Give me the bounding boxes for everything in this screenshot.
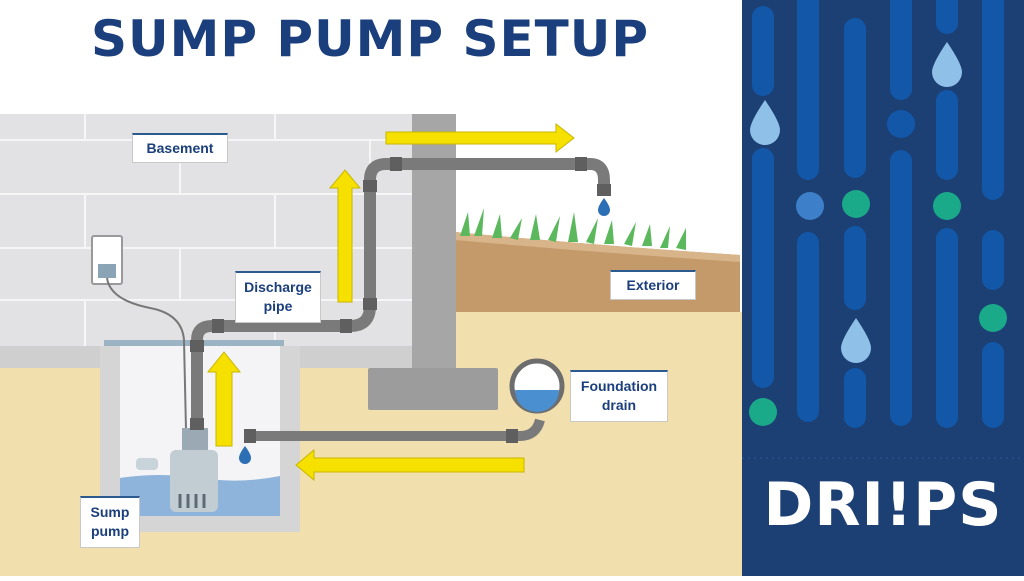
brand-pattern <box>752 0 1004 428</box>
arrow-up-pipe <box>328 169 362 303</box>
float-switch <box>136 458 158 470</box>
brand-dots <box>749 110 1007 426</box>
label-exterior-text: Exterior <box>626 277 680 293</box>
discharge-pipe <box>191 158 610 430</box>
power-cord <box>106 277 187 431</box>
arrow-top-right <box>385 122 575 154</box>
page-title: SUMP PUMP SETUP <box>91 10 649 68</box>
exterior-topsoil-highlight <box>455 232 740 262</box>
label-sump-pump-line2: pump <box>90 523 130 539</box>
wall-brick-lines <box>0 114 412 350</box>
foundation-footing <box>368 368 498 410</box>
outlet-plug <box>98 264 116 278</box>
label-discharge-pipe-line2: pipe <box>263 298 293 314</box>
grass <box>460 208 686 250</box>
label-discharge-pipe: Discharge pipe <box>235 271 321 323</box>
pump-body <box>170 450 218 512</box>
label-foundation-drain-line1: Foundation <box>580 378 658 394</box>
pipe-joints <box>190 157 611 430</box>
foundation-wall <box>412 114 456 374</box>
label-basement-text: Basement <box>146 140 214 156</box>
drop-pit <box>239 446 251 464</box>
exterior-topsoil <box>455 232 740 312</box>
label-foundation-drain-line2: drain <box>601 397 637 413</box>
foundation-drain-pipe <box>246 418 545 441</box>
exterior-ground <box>412 312 742 352</box>
brand-logo: DRI!PS <box>763 470 1003 540</box>
label-basement: Basement <box>132 133 228 163</box>
drop-exterior <box>598 198 610 216</box>
arrow-up-pit <box>206 351 242 447</box>
pump-head <box>182 428 208 452</box>
label-foundation-drain: Foundation drain <box>570 370 668 422</box>
brand-drops <box>750 42 962 363</box>
arrow-left-drain <box>295 448 525 482</box>
brand-panel <box>742 0 1024 576</box>
pump-grille <box>178 494 206 508</box>
label-sump-pump-line1: Sump <box>90 504 130 520</box>
drain-pipe-joint <box>506 429 518 443</box>
label-exterior: Exterior <box>610 270 696 300</box>
label-discharge-pipe-line1: Discharge <box>244 279 312 295</box>
label-sump-pump: Sump pump <box>80 496 140 548</box>
drain-pipe-end <box>244 429 256 443</box>
drain-gauge-water <box>515 390 559 412</box>
